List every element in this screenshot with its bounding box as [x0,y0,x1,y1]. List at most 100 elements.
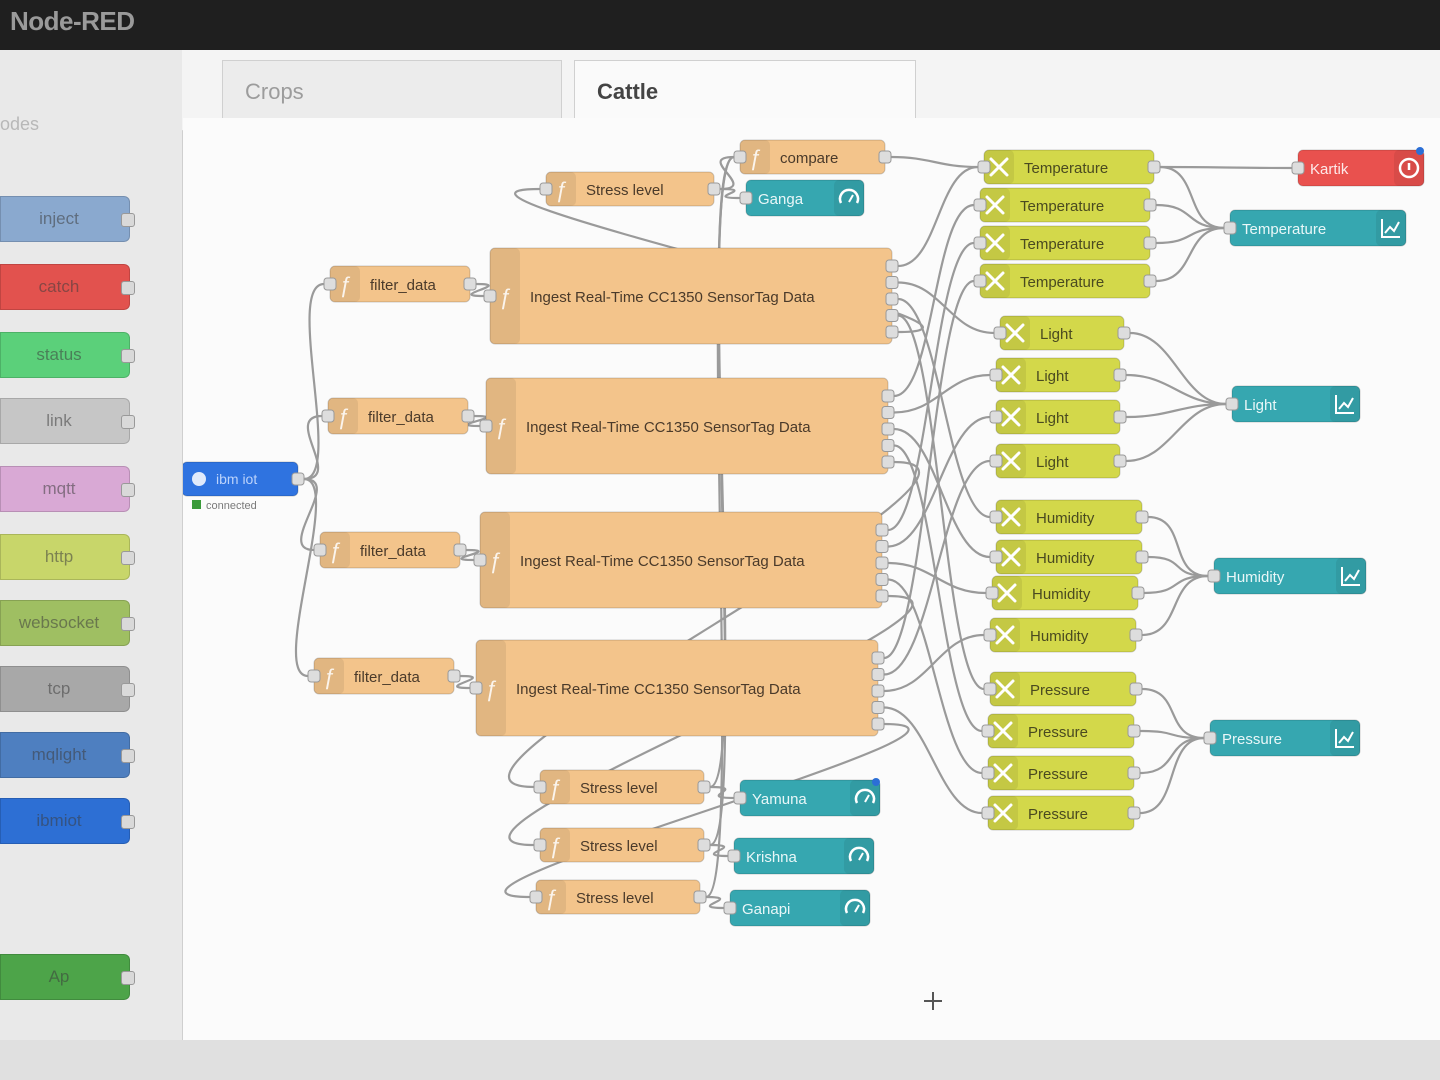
input-port[interactable] [323,277,337,291]
output-port[interactable] [1127,806,1141,820]
node-ganapi[interactable]: Ganapi [723,889,871,927]
wire[interactable] [1147,515,1209,578]
node-light4[interactable]: Light [989,443,1127,479]
wire[interactable] [1159,165,1293,170]
output-port[interactable] [121,683,135,697]
node-temp3[interactable]: Temperature [973,225,1157,261]
output-port[interactable] [885,292,899,306]
input-port[interactable] [993,326,1007,340]
output-port[interactable] [121,551,135,565]
wire[interactable] [1159,165,1225,230]
wire[interactable] [1125,402,1227,463]
output-port[interactable] [1143,236,1157,250]
node-temp4[interactable]: Temperature [973,263,1157,299]
node-ganga[interactable]: Ganga [739,179,865,217]
output-port[interactable] [1127,724,1141,738]
input-port[interactable] [739,191,753,205]
wire[interactable] [300,477,318,552]
input-port[interactable] [985,586,999,600]
input-port[interactable] [321,409,335,423]
node-hum1[interactable]: Humidity [989,499,1149,535]
wire[interactable] [883,279,975,660]
node-krishna[interactable]: Krishna [727,837,875,875]
output-port[interactable] [885,276,899,289]
wire[interactable] [1139,736,1205,815]
input-port[interactable] [973,198,987,212]
input-port[interactable] [473,553,487,567]
wire[interactable] [1139,736,1205,775]
output-port[interactable] [1117,326,1131,340]
output-port[interactable] [121,483,135,497]
wire[interactable] [508,460,920,789]
wire[interactable] [1155,203,1225,230]
input-port[interactable] [533,780,547,794]
node-chart-hum[interactable]: Humidity [1207,557,1367,595]
wire[interactable] [456,674,474,690]
output-port[interactable] [871,717,885,731]
output-port[interactable] [881,389,895,403]
wire[interactable] [893,444,983,733]
node-chart-temp[interactable]: Temperature [1223,209,1407,247]
output-port[interactable] [885,259,899,273]
input-port[interactable] [989,410,1003,424]
input-port[interactable] [981,766,995,780]
node-chart-pres[interactable]: Pressure [1203,719,1361,757]
palette-node-websocket[interactable]: websocket [0,600,135,646]
wire[interactable] [460,548,480,562]
palette-node-link[interactable]: link [0,398,135,444]
wire[interactable] [883,633,985,693]
input-port[interactable] [539,182,553,196]
wire[interactable] [897,281,995,335]
output-port[interactable] [1129,628,1143,642]
palette-node-inject[interactable]: inject [0,196,135,242]
output-port[interactable] [1113,410,1127,424]
wire[interactable] [897,314,985,691]
input-port[interactable] [733,791,747,805]
output-port[interactable] [1129,682,1143,696]
wire[interactable] [294,477,318,678]
output-port[interactable] [871,684,885,698]
palette-node-mqlight[interactable]: mqlight [0,732,135,778]
output-port[interactable] [1143,198,1157,212]
wire[interactable] [719,187,741,200]
output-port[interactable] [871,668,885,681]
output-port[interactable] [871,701,885,714]
wire[interactable] [893,373,991,414]
tab-crops[interactable]: Crops [222,60,562,126]
input-port[interactable] [989,454,1003,468]
output-port[interactable] [1127,766,1141,780]
node-pres4[interactable]: Pressure [981,795,1141,831]
node-light1[interactable]: Light [993,315,1131,351]
input-port[interactable] [469,681,483,695]
output-port[interactable] [875,523,889,537]
node-light3[interactable]: Light [989,399,1127,435]
node-kartik[interactable]: Kartik [1291,149,1425,187]
wire[interactable] [887,578,983,775]
node-temp1[interactable]: Temperature [977,149,1161,185]
output-port[interactable] [881,422,895,436]
input-port[interactable] [1291,161,1305,175]
palette-node-catch[interactable]: catch [0,264,135,310]
wire[interactable] [893,203,975,398]
wire[interactable] [890,155,979,169]
wire[interactable] [303,282,325,481]
wire[interactable] [470,282,490,298]
output-port[interactable] [875,540,889,553]
output-port[interactable] [871,651,885,665]
input-port[interactable] [989,510,1003,524]
output-port[interactable] [121,415,135,429]
palette-node-status[interactable]: status [0,332,135,378]
output-port[interactable] [121,349,135,363]
output-port[interactable] [447,669,461,683]
input-port[interactable] [981,806,995,820]
wire[interactable] [719,155,735,191]
output-port[interactable] [1143,274,1157,288]
output-port[interactable] [121,971,135,985]
